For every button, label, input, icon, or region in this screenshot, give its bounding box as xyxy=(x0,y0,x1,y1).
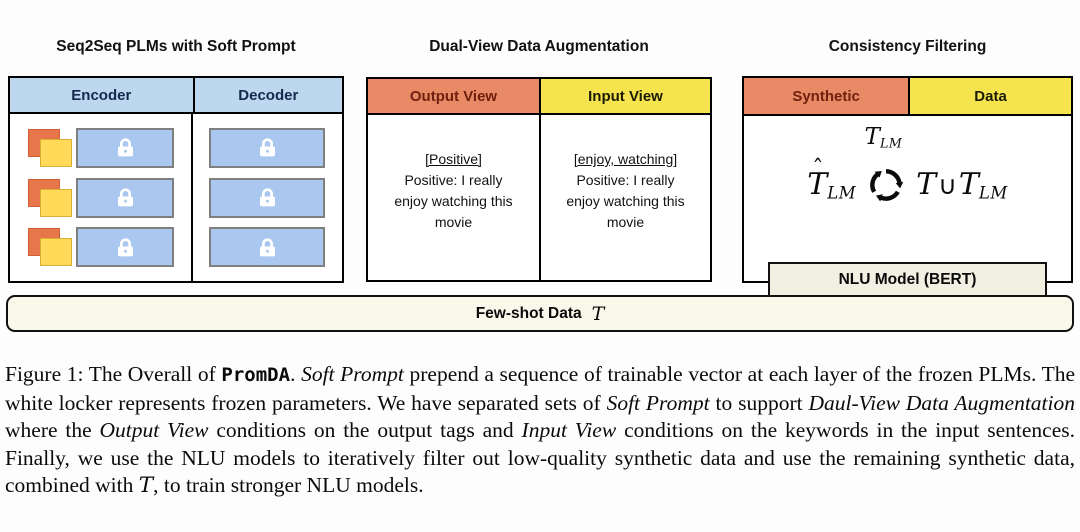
lock-icon xyxy=(255,185,280,210)
caption-text: conditions on the output tags and xyxy=(208,418,522,442)
output-view-tag: [Positive] xyxy=(425,151,482,167)
caption-text: prepend a sequence of trainable vector a… xyxy=(5,362,1076,415)
decoder-column xyxy=(193,114,342,281)
seq2seq-panel: Encoder Decoder xyxy=(8,76,344,283)
caption-text: conditions on the keywords in the input … xyxy=(5,418,1076,497)
caption-text: where the xyxy=(5,418,100,442)
encoder-header: Encoder xyxy=(10,78,193,112)
nlu-model-box: NLU Model (BERT) xyxy=(768,262,1047,298)
caption-italic-term: Daul-View Data Augmentation xyxy=(808,390,1075,415)
example-text-line: movie xyxy=(434,214,473,230)
decoder-header: Decoder xyxy=(192,78,342,112)
caption-text: . xyxy=(290,362,302,386)
lock-icon xyxy=(255,235,280,260)
soft-prompt-token-yellow xyxy=(40,238,72,267)
caption-italic-term: Soft Prompt xyxy=(606,390,710,415)
frozen-layer-block xyxy=(209,127,326,168)
encoder-layer-row xyxy=(26,177,191,218)
frozen-layer-block xyxy=(209,227,326,268)
caption-text: Figure 1: The Overall of xyxy=(5,362,222,386)
dual-view-header-row: Output View Input View xyxy=(368,79,710,115)
output-view-header: Output View xyxy=(368,79,539,113)
input-view-example: [enjoy, watching] Positive: I really enj… xyxy=(539,115,710,280)
panel-title-dual-view: Dual-View Data Augmentation xyxy=(429,38,649,55)
seq2seq-header-row: Encoder Decoder xyxy=(10,78,342,114)
example-text-line: Positive: I really xyxy=(404,172,503,188)
math-t-symbol: T xyxy=(591,302,605,325)
math-t-lm-top: TLM xyxy=(864,124,903,151)
math-t-union-t-lm: T∪TLM xyxy=(916,167,1008,203)
dual-view-panel: Output View Input View [Positive] Positi… xyxy=(366,77,712,282)
panel-title-consistency: Consistency Filtering xyxy=(828,38,987,55)
synthetic-header: Synthetic xyxy=(744,78,909,114)
input-view-keywords: [enjoy, watching] xyxy=(573,151,678,167)
frozen-layer-block xyxy=(76,177,174,218)
caption-italic-term: Soft Prompt xyxy=(301,362,404,386)
encoder-layer-row xyxy=(26,127,191,168)
soft-prompt-tokens xyxy=(26,178,74,218)
example-text-line: Positive: I really xyxy=(576,172,675,188)
soft-prompt-tokens xyxy=(26,227,74,267)
cycle-arrows-icon xyxy=(865,164,907,206)
panel-title-seq2seq: Seq2Seq PLMs with Soft Prompt xyxy=(56,38,296,55)
caption-text: , to train stronger NLU models. xyxy=(153,473,424,497)
few-shot-data-label: Few-shot Data xyxy=(475,304,582,322)
lock-icon xyxy=(113,135,138,160)
frozen-layer-block xyxy=(209,177,326,218)
caption-italic-term: Output View xyxy=(99,418,209,442)
promda-name: PromDA xyxy=(221,364,291,386)
example-text-line: movie xyxy=(606,214,645,230)
few-shot-data-bar: Few-shot Data T xyxy=(6,295,1074,332)
soft-prompt-token-yellow xyxy=(40,188,72,217)
lock-icon xyxy=(113,235,138,260)
example-text-line: enjoy watching this xyxy=(394,193,513,209)
soft-prompt-token-yellow xyxy=(40,138,72,167)
encoder-layer-row xyxy=(26,227,191,268)
math-t-symbol: T xyxy=(138,473,154,498)
example-text-line: enjoy watching this xyxy=(566,193,685,209)
soft-prompt-tokens xyxy=(26,128,74,168)
caption-text: to support xyxy=(709,390,809,415)
frozen-layer-block xyxy=(76,127,174,168)
input-view-header: Input View xyxy=(539,79,710,113)
output-view-example: [Positive] Positive: I really enjoy watc… xyxy=(368,115,539,280)
lock-icon xyxy=(113,185,138,210)
consistency-header-row: Synthetic Data xyxy=(744,78,1071,116)
encoder-column xyxy=(10,114,193,281)
data-header: Data xyxy=(908,78,1071,114)
figure-caption: Figure 1: The Overall of PromDA. Soft Pr… xyxy=(5,361,1075,500)
frozen-layer-block xyxy=(76,227,174,268)
caption-italic-term: Input View xyxy=(521,418,617,442)
lock-icon xyxy=(255,135,280,160)
